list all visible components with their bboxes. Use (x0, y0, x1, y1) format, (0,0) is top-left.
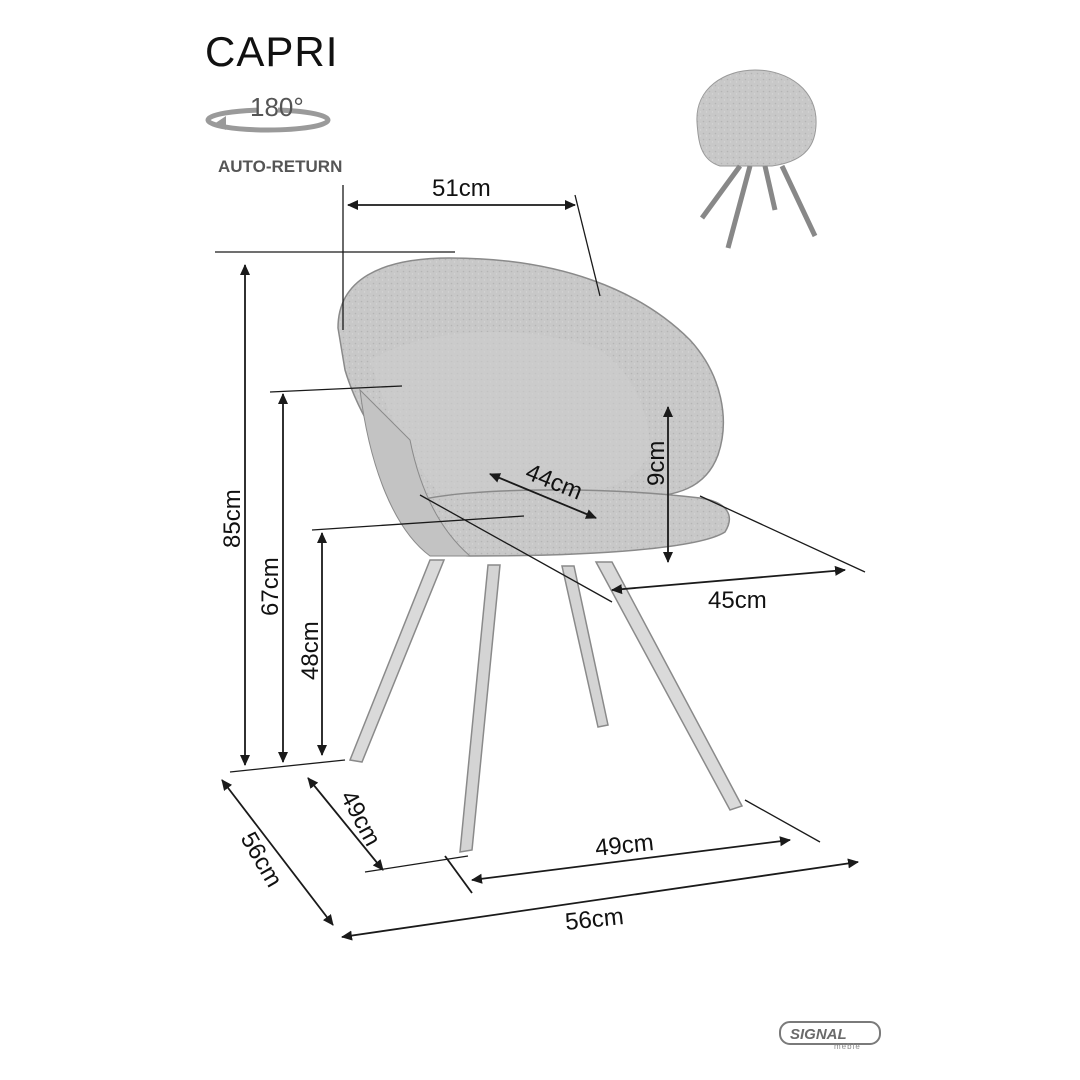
dim-seat-width-label: 45cm (708, 587, 767, 614)
dim-armrest-above-seat-label: 9cm (643, 441, 670, 486)
brand-name: SIGNAL (790, 1026, 847, 1043)
dimension-arrows (221, 200, 859, 941)
auto-return-text: AUTO-RETURN (218, 157, 342, 176)
dim-width-label: 51cm (432, 175, 491, 202)
dim-base-width-label: 56cm (564, 903, 625, 936)
signal-logo: SIGNAL meble (779, 1021, 881, 1051)
dim-leg-depth-label: 49cm (335, 786, 386, 850)
dim-base-depth-label: 56cm (235, 828, 288, 892)
back-view-chair-image (696, 69, 818, 249)
brand-sub: meble (834, 1042, 861, 1051)
dim-height-label: 85cm (219, 489, 246, 548)
chair-illustration (337, 257, 744, 853)
rotation-icon (205, 98, 331, 133)
dim-leg-width-label: 49cm (594, 829, 655, 862)
rotation-degree-text: 180° (250, 92, 304, 122)
product-title: CAPRI (205, 28, 339, 75)
dim-seat-height-label: 48cm (297, 621, 324, 680)
dim-armrest-height-label: 67cm (257, 557, 284, 616)
